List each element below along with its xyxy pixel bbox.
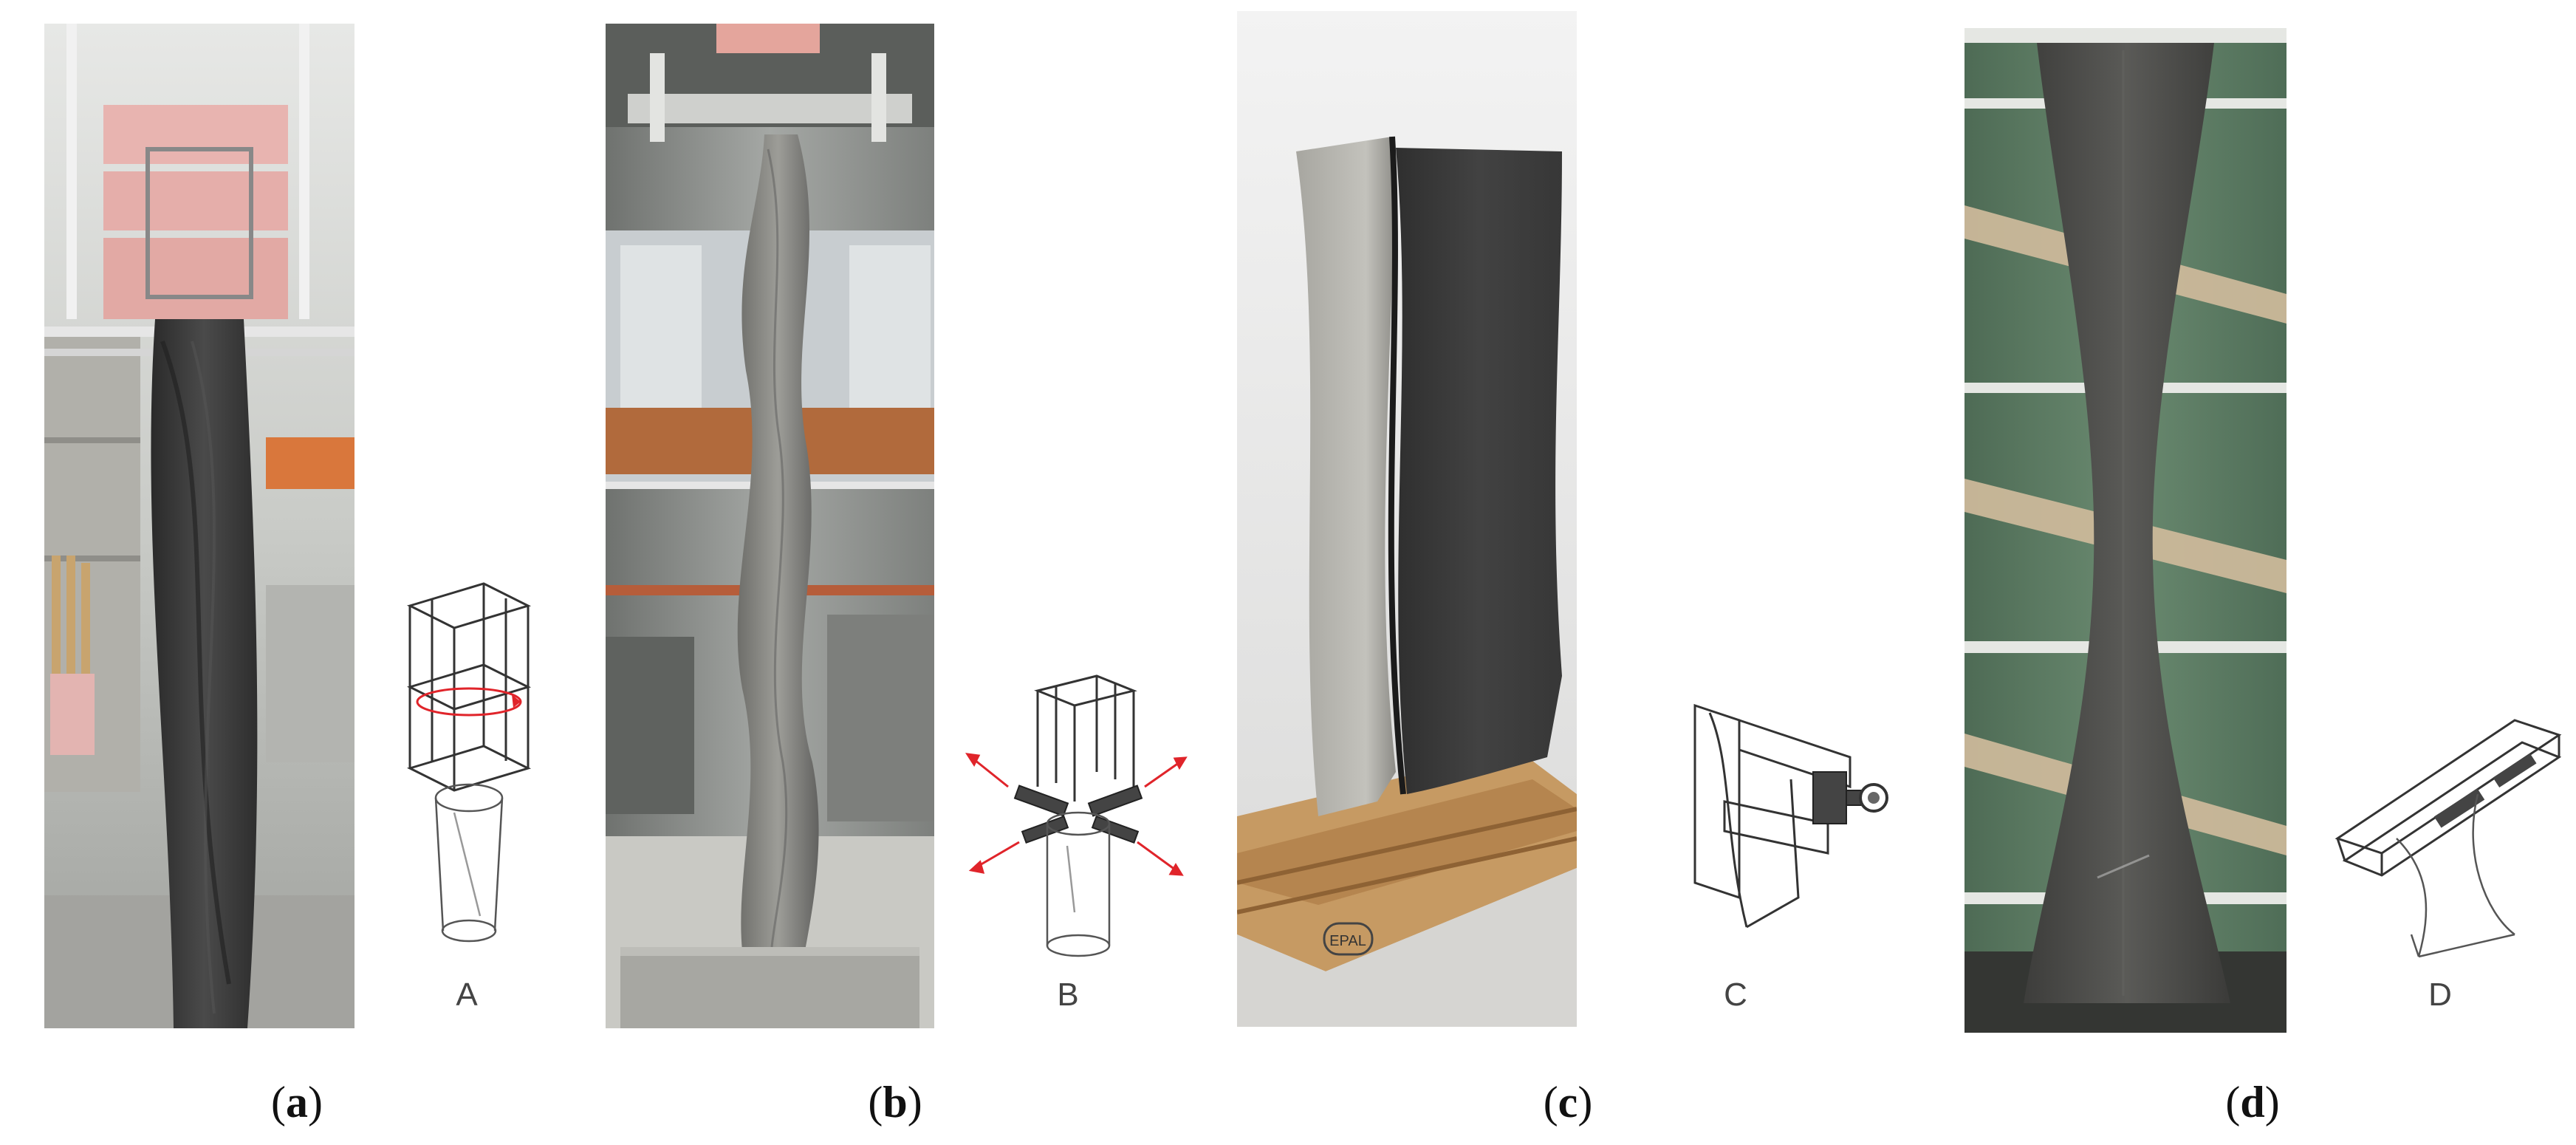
- caption-a-close: ): [308, 1078, 323, 1127]
- caption-d-close: ): [2264, 1078, 2280, 1127]
- photo-b-wavy-column: [606, 24, 934, 1028]
- caption-b-close: ): [907, 1078, 922, 1127]
- caption-d-open: (: [2225, 1078, 2241, 1127]
- sketch-label-b: B: [1057, 977, 1079, 1013]
- photo-a-twisted-column: [44, 24, 354, 1028]
- sketch-a-rotating-frame: [395, 576, 543, 960]
- sketch-label-a: A: [456, 977, 478, 1013]
- caption-c-close: ): [1578, 1078, 1593, 1127]
- sketch-d-plate-mould: [2323, 691, 2566, 971]
- caption-c-letter: c: [1558, 1078, 1578, 1127]
- photo-c-curved-shells: EPAL: [1237, 11, 1577, 1027]
- sketch-label-d: D: [2428, 977, 2452, 1013]
- photo-d-hyperbolic-wall: [1964, 28, 2286, 1033]
- caption-c: (c): [1494, 1077, 1642, 1128]
- caption-a-open: (: [271, 1078, 286, 1127]
- caption-b-letter: b: [883, 1078, 908, 1127]
- caption-d-letter: d: [2240, 1078, 2265, 1127]
- caption-a: (a): [223, 1077, 371, 1128]
- caption-c-open: (: [1543, 1078, 1558, 1127]
- sketch-c-shell-mould: [1680, 691, 1894, 942]
- sketch-label-c: C: [1724, 977, 1747, 1013]
- caption-b-open: (: [868, 1078, 883, 1127]
- caption-b: (b): [821, 1077, 969, 1128]
- sketch-b-expanding-frame: [956, 669, 1193, 964]
- pallet-stamp-text: EPAL: [1329, 933, 1366, 949]
- caption-a-letter: a: [286, 1078, 308, 1127]
- caption-d: (d): [2179, 1077, 2326, 1128]
